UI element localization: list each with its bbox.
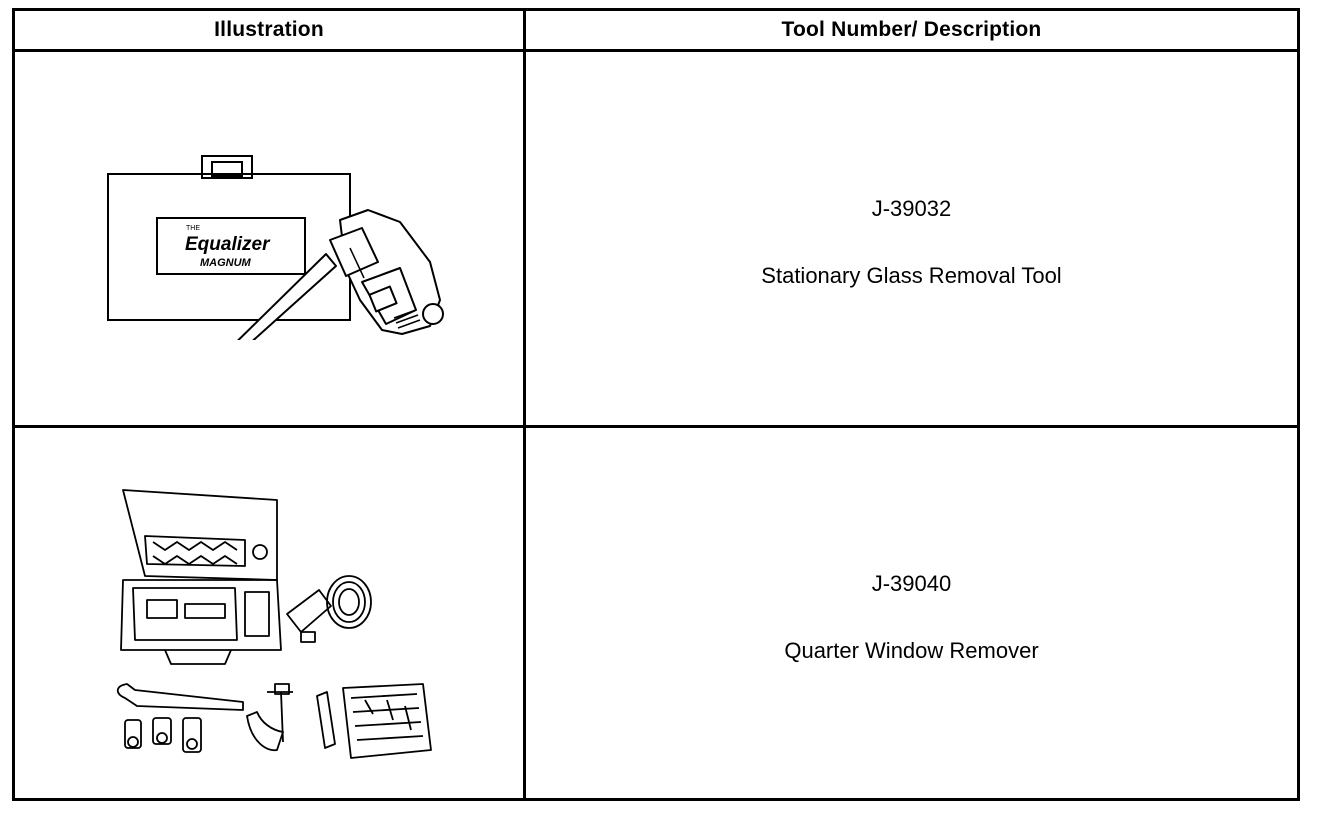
header-illustration: Illustration (214, 18, 324, 41)
description-cell: J-39040 Quarter Window Remover (526, 428, 1297, 798)
tool-description: Quarter Window Remover (784, 638, 1039, 663)
tool-description: Stationary Glass Removal Tool (761, 263, 1062, 288)
tool-table: Illustration Tool Number/ Description TH… (12, 8, 1300, 801)
label-the: THE (186, 225, 200, 232)
table-header-row: Illustration Tool Number/ Description (15, 11, 1297, 52)
label-magnum: MAGNUM (200, 257, 252, 269)
tool-number: J-39032 (871, 196, 952, 221)
table-row: J-39040 Quarter Window Remover (15, 428, 1297, 798)
table-row: THE Equalizer MAGNUM (15, 52, 1297, 428)
illustration-cell (15, 428, 526, 798)
header-description: Tool Number/ Description (781, 18, 1042, 41)
equalizer-magnum-kit-icon: THE Equalizer MAGNUM (107, 155, 444, 340)
header-cell-illustration: Illustration (15, 11, 526, 49)
description-cell: J-39032 Stationary Glass Removal Tool (526, 52, 1297, 425)
illustration-cell: THE Equalizer MAGNUM (15, 52, 526, 425)
tool-number: J-39040 (871, 571, 952, 596)
header-cell-description: Tool Number/ Description (526, 11, 1297, 49)
quarter-window-remover-kit-icon (116, 489, 432, 759)
label-equalizer: Equalizer (185, 234, 271, 255)
